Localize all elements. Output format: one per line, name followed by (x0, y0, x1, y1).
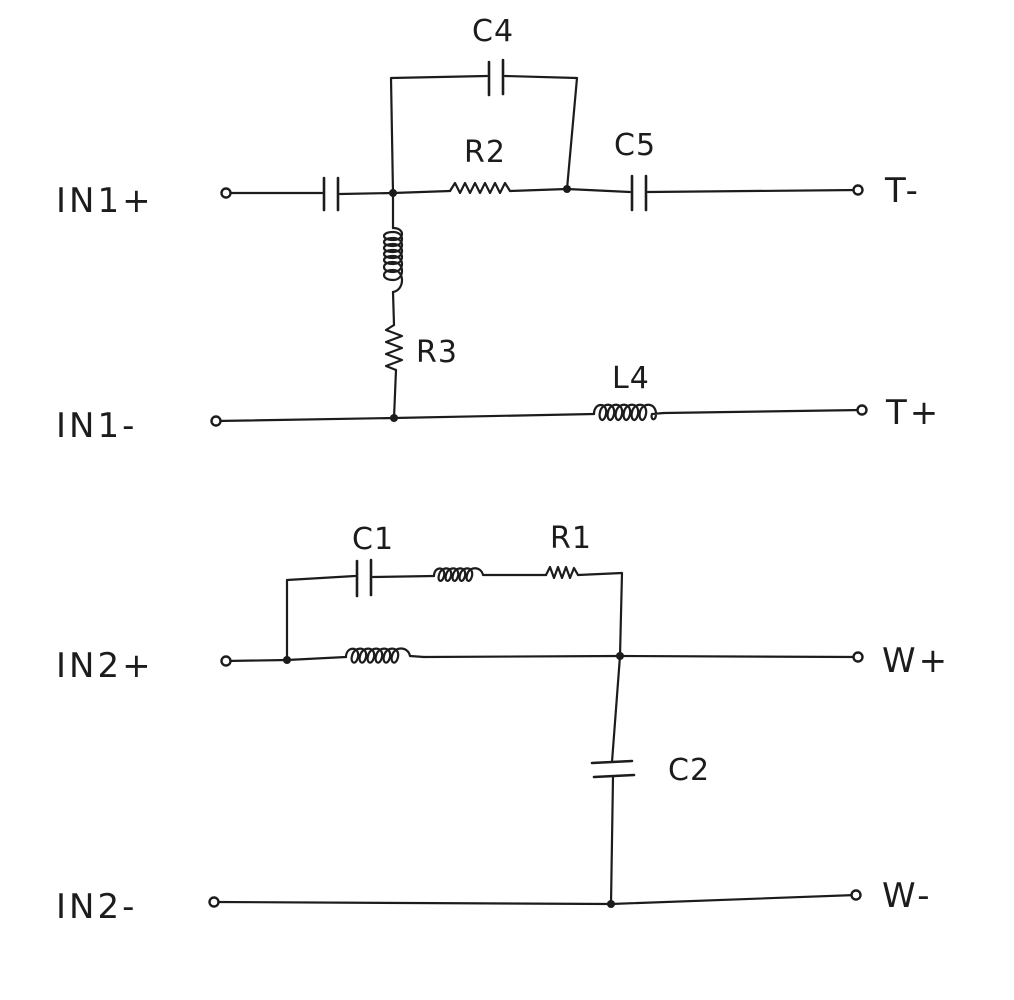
wire-branch-right (576, 571, 624, 658)
terminal-t-plus (856, 404, 868, 416)
label-t-minus: T- (884, 171, 921, 211)
terminal-w-minus (850, 889, 862, 901)
wire-c2-to-rail (609, 775, 615, 906)
terminal-t-minus (852, 184, 864, 196)
wire-r2-to-node-b (508, 187, 569, 193)
label-l4: L4 (612, 361, 650, 396)
capacitor-c2 (590, 759, 636, 779)
wire-c1-to-coil (371, 574, 436, 579)
junction-node-a (389, 189, 397, 197)
label-in1-minus: IN1- (56, 406, 137, 446)
junction-node-b (563, 185, 571, 193)
resistor-r1 (544, 565, 580, 580)
label-r2: R2 (464, 135, 506, 170)
label-w-minus: W- (882, 876, 933, 916)
inductor-branch (432, 567, 496, 582)
terminal-in2-minus (208, 896, 220, 908)
junction-node-e (616, 652, 624, 660)
label-c5: C5 (614, 128, 656, 163)
label-w-plus: W+ (882, 641, 950, 681)
terminal-w-plus (852, 651, 864, 663)
wire-branch-left (285, 574, 357, 662)
wire-c4-left (389, 74, 489, 195)
terminal-in1-minus (210, 415, 222, 427)
inductor-l4 (592, 403, 666, 421)
wire-l4-to-t-plus (662, 408, 864, 415)
label-c1: C1 (352, 522, 394, 557)
capacitor-c5 (630, 174, 648, 212)
junction-rail-1 (390, 414, 398, 422)
label-c2: C2 (668, 753, 710, 788)
wire-in2p-to-node-d (224, 658, 289, 663)
wire-in2m-to-w-minus (212, 893, 858, 906)
label-c4: C4 (472, 14, 514, 49)
wire-coil-to-node-e (422, 654, 622, 659)
label-in2-minus: IN2- (56, 887, 137, 927)
wire-node-b-to-c5 (565, 187, 632, 194)
wire-cap-to-node-a (338, 191, 395, 196)
wire-in1m-to-l4 (214, 412, 596, 423)
wire-c5-to-t-minus (646, 188, 860, 194)
capacitor-c1 (355, 558, 373, 598)
wire-coil-to-r3 (391, 290, 396, 327)
wire-c4-right (503, 74, 579, 191)
label-in2-plus: IN2+ (56, 646, 154, 686)
wire-node-e-to-c2 (610, 654, 622, 764)
upper-circuit: C4 R2 C5 R3 L4 IN1+ IN1- T- T+ (56, 14, 941, 446)
terminal-in2-plus (220, 655, 232, 667)
inductor-main (344, 647, 426, 664)
label-t-plus: T+ (885, 393, 941, 433)
resistor-r3 (384, 323, 404, 372)
junction-node-d (283, 656, 291, 664)
label-in1-plus: IN1+ (56, 181, 154, 221)
wire-node-e-to-w-plus (618, 654, 860, 659)
wire-node-d-to-coil (285, 655, 348, 662)
label-r1: R1 (550, 521, 592, 556)
lower-circuit: C1 R1 C2 IN2+ IN2- W+ W- (56, 521, 950, 927)
terminal-in1-plus (220, 187, 232, 199)
capacitor-c4 (487, 58, 505, 97)
wire-node-a-to-r2 (391, 189, 452, 195)
wire-r3-to-rail (392, 368, 398, 420)
resistor-r2 (448, 181, 512, 195)
unlabeled-series-capacitor (322, 176, 340, 212)
label-r3: R3 (416, 335, 458, 370)
inductor-shunt (382, 226, 404, 294)
junction-rail-2 (607, 900, 615, 908)
